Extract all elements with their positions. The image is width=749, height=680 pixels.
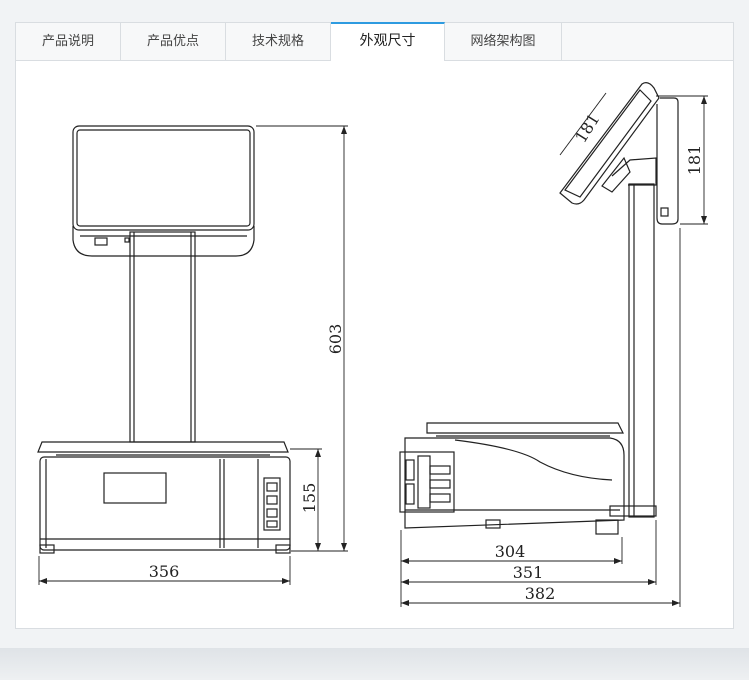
- dim-front-base-height: 155: [300, 483, 319, 514]
- dimension-drawing: 603 155 356 304 351 382 181 181: [37, 82, 708, 607]
- front-view-scale: [37, 125, 291, 554]
- arrowheads: [39, 96, 707, 606]
- dim-front-width: 356: [149, 562, 180, 581]
- dim-screen-height: 181: [685, 145, 704, 176]
- tab-bar: 产品说明 产品优点 技术规格 外观尺寸 网络架构图: [16, 22, 733, 61]
- footer-bar: [0, 648, 749, 680]
- tab-network-diagram[interactable]: 网络架构图: [445, 23, 562, 60]
- content-panel: 产品说明 产品优点 技术规格 外观尺寸 网络架构图: [15, 22, 734, 629]
- tab-technical-specs[interactable]: 技术规格: [226, 23, 331, 60]
- dim-front-height: 603: [326, 324, 345, 355]
- dim-side-platter: 304: [495, 542, 526, 561]
- front-dimension-lines: [38, 125, 348, 585]
- dim-side-base: 351: [513, 563, 544, 582]
- tab-dimensions[interactable]: 外观尺寸: [331, 22, 445, 61]
- tab-product-description[interactable]: 产品说明: [16, 23, 121, 60]
- side-dimension-lines: [400, 92, 708, 607]
- side-view-scale: [399, 82, 679, 535]
- tab-product-advantages[interactable]: 产品优点: [121, 23, 226, 60]
- dim-side-total: 382: [525, 584, 556, 603]
